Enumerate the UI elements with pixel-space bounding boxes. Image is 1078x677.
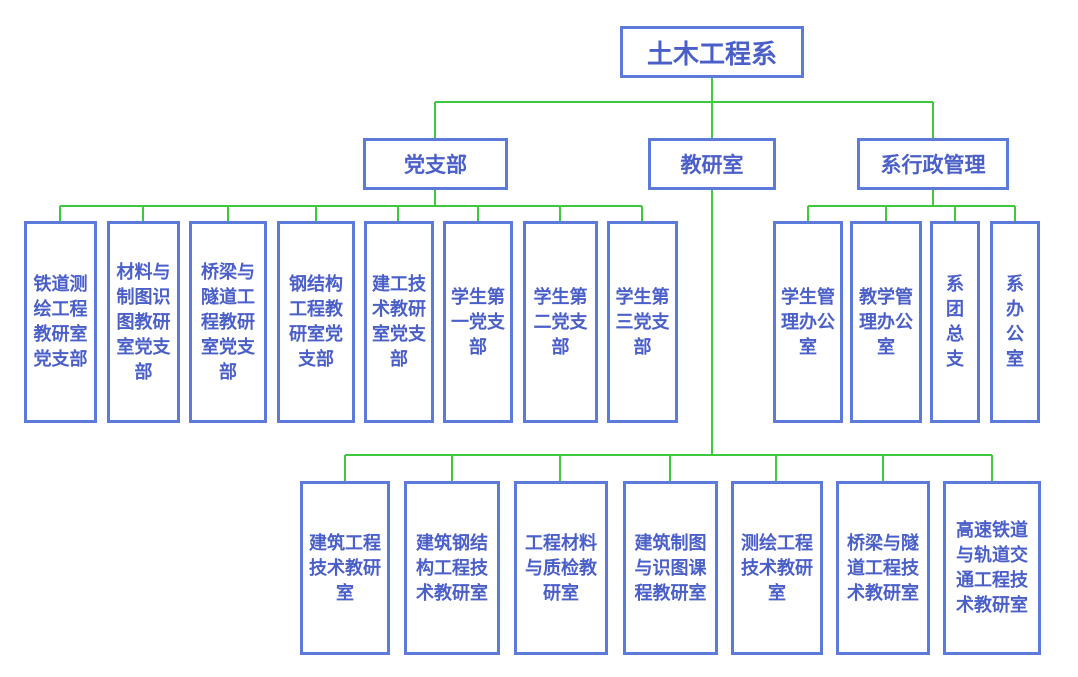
- dept-teaching-research: 教研室: [648, 138, 776, 190]
- party-branch-node: 学生第一党支部: [443, 221, 513, 423]
- root-node: 土木工程系: [620, 26, 804, 78]
- party-branch-node: 桥梁与隧道工程教研室党支部: [189, 221, 267, 423]
- admin-office-node: 系团总支: [930, 221, 980, 423]
- teaching-office-node: 测绘工程技术教研室: [731, 481, 823, 655]
- party-branch-node: 建工技术教研室党支部: [364, 221, 434, 423]
- party-branch-node: 材料与制图识图教研室党支部: [107, 221, 180, 423]
- teaching-office-node: 建筑钢结构工程技术教研室: [404, 481, 500, 655]
- party-branch-node: 钢结构工程教研室党支部: [277, 221, 355, 423]
- admin-office-node: 系办公室: [990, 221, 1040, 423]
- teaching-office-node: 工程材料与质检教研室: [514, 481, 608, 655]
- admin-office-node: 教学管理办公室: [850, 221, 922, 423]
- teaching-office-node: 桥梁与隧道工程技术教研室: [836, 481, 930, 655]
- dept-administration: 系行政管理: [857, 138, 1009, 190]
- teaching-office-node: 高速铁道与轨道交通工程技术教研室: [943, 481, 1041, 655]
- party-branch-node: 铁道测绘工程教研室党支部: [24, 221, 97, 423]
- admin-office-node: 学生管理办公室: [773, 221, 843, 423]
- teaching-office-node: 建筑工程技术教研室: [300, 481, 390, 655]
- party-branch-node: 学生第二党支部: [523, 221, 598, 423]
- teaching-office-node: 建筑制图与识图课程教研室: [623, 481, 718, 655]
- dept-party-branch: 党支部: [363, 138, 508, 190]
- party-branch-node: 学生第三党支部: [607, 221, 678, 423]
